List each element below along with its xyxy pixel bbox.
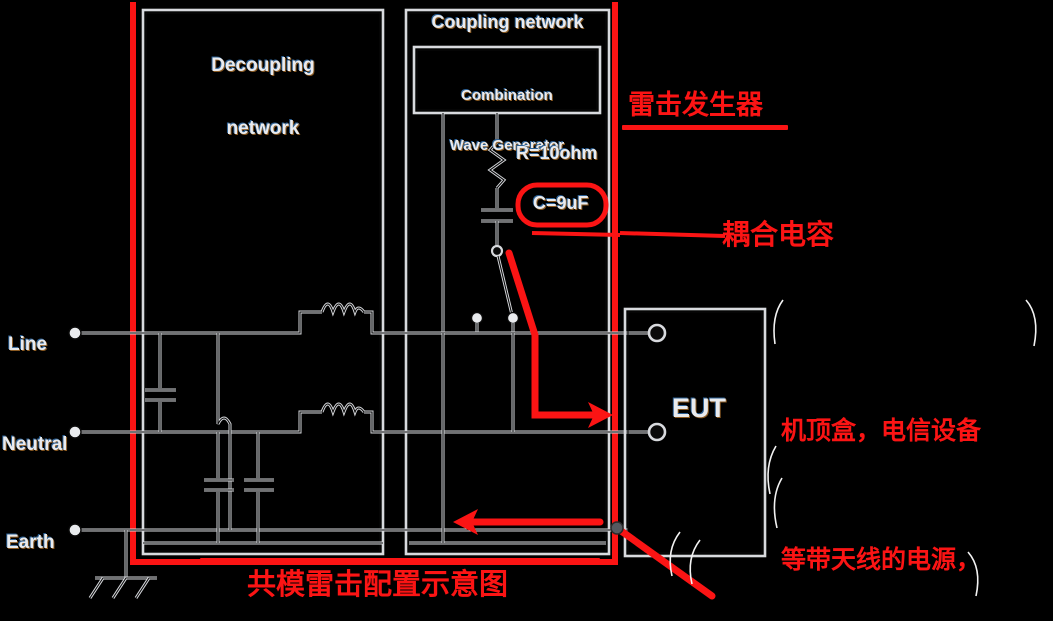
decoupling-network-circuit [143,302,406,545]
surge-generator-red-boundary [130,2,618,565]
text-decoration-arcs [669,299,1037,597]
coupling-network-circuit [406,113,609,545]
diagram-title-overline [200,558,600,563]
annotation-leaders [453,182,726,600]
capacitor-plates-icon [244,478,274,492]
ground-note-leader [613,524,716,600]
ring-terminal-icon [647,323,667,343]
capacitor-plates-icon [204,478,234,492]
eut-box [623,307,767,558]
terminal-dot-icon [68,523,82,537]
capacitor-highlight-ellipse [515,182,609,228]
arrow-icon [588,402,613,428]
ring-terminal-icon [647,422,667,442]
earth-ground-icon [88,530,157,599]
coupling-network-box [404,8,611,556]
coupling-path-arrow [505,249,599,419]
arrow-icon [453,509,478,535]
annotation-surge-generator-underline [622,125,788,130]
terminal-dot-icon [68,425,82,439]
input-terminals [68,326,143,537]
terminal-dot-icon [68,326,82,340]
capacitor-plates-icon [481,208,513,223]
capacitor-plates-icon [145,388,176,402]
decoupling-network-box [141,8,385,556]
combination-wave-generator-box [412,45,602,115]
spst-switch-icon [470,244,520,333]
